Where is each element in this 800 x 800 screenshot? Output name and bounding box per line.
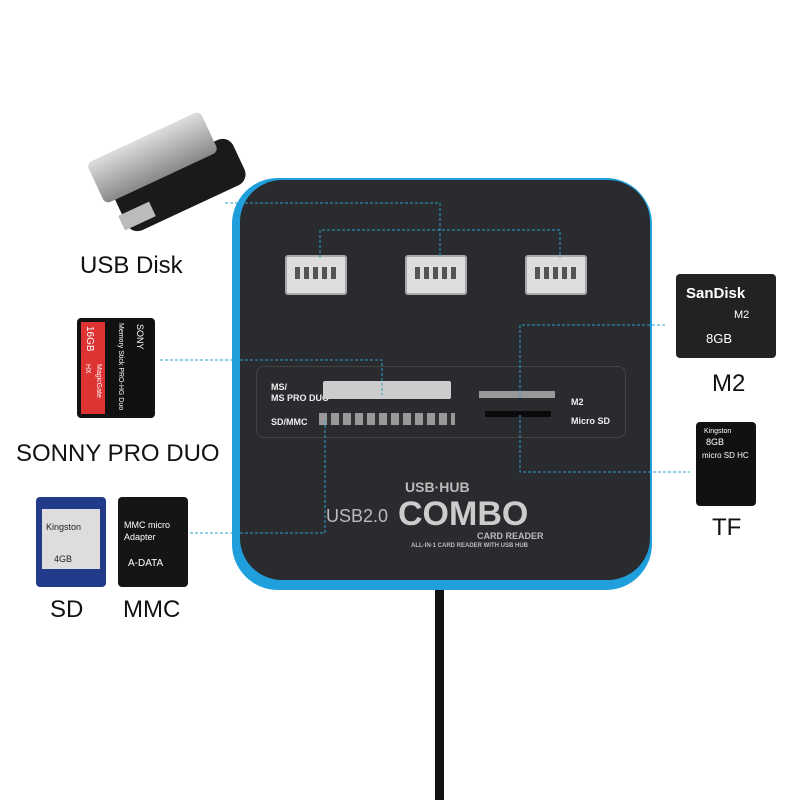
- usb-port-1: [285, 255, 347, 295]
- logo-tagline: ALL-IN-1 CARD READER WITH USB HUB: [411, 543, 528, 549]
- m2-line: [519, 324, 665, 400]
- usb-line: [225, 202, 561, 258]
- mmc-sub: Adapter: [124, 532, 156, 542]
- sony-capacity: 16GB: [84, 326, 95, 352]
- sony-card-image: 16GB HX MagicGate Memory Stick PRO-HG Du…: [77, 318, 155, 418]
- sd-slot: [319, 413, 455, 425]
- logo-usb20: USB2.0: [326, 506, 389, 526]
- label-mmc: MMC: [123, 596, 181, 623]
- logo-card-reader: CARD READER: [477, 531, 544, 541]
- logo-usb-hub: USB·HUB: [405, 479, 470, 495]
- m2-card-image: SanDisk M2 8GB: [676, 274, 776, 358]
- label-sd: SD: [50, 596, 84, 623]
- mmc-card-image: MMC micro Adapter A-DATA: [118, 497, 188, 587]
- sony-hx: HX: [84, 364, 91, 374]
- tf-line: [519, 415, 690, 473]
- slot-label-microsd: Micro SD: [571, 416, 611, 426]
- mmc-brand: MMC micro: [124, 520, 170, 530]
- sd-line: [190, 420, 326, 534]
- usb-cable: [435, 585, 444, 800]
- slot-label-ms: MS/: [271, 382, 288, 392]
- card-slot-panel: MS/ MS PRO DUO SD/MMC M2 Micro SD: [256, 366, 626, 438]
- logo-combo: COMBO: [398, 495, 529, 533]
- slot-label-ms-pro: MS PRO DUO: [271, 393, 330, 403]
- label-tf: TF: [712, 514, 742, 541]
- usb-port-3: [525, 255, 587, 295]
- label-usb-disk: USB Disk: [80, 252, 183, 279]
- sony-brand: SONY: [135, 324, 145, 350]
- usb-disk-image: [85, 110, 255, 236]
- microsd-slot: [485, 411, 551, 417]
- ms-line: [160, 359, 383, 395]
- mmc-maker: A-DATA: [128, 558, 164, 569]
- label-m2: M2: [712, 370, 746, 397]
- sd-card-image: Kingston 4GB: [36, 497, 106, 587]
- slot-label-m2: M2: [571, 397, 584, 407]
- m2-capacity: 8GB: [706, 331, 733, 346]
- hub-face: [240, 180, 650, 580]
- sd-capacity: 4GB: [54, 554, 73, 564]
- sony-type: Memory Stick PRO-HG Duo: [117, 323, 124, 411]
- sd-brand: Kingston: [46, 522, 82, 532]
- m2-type: M2: [734, 309, 750, 321]
- tf-brand: Kingston: [704, 428, 732, 435]
- slot-label-sdmmc: SD/MMC: [271, 417, 308, 427]
- sony-magicgate: MagicGate: [95, 364, 102, 398]
- usb-port-2: [405, 255, 467, 295]
- ms-slot: [323, 381, 451, 399]
- label-sony-pro-duo: SONNY PRO DUO: [16, 440, 220, 467]
- tf-card-image: Kingston 8GB micro SD HC: [696, 422, 756, 506]
- tf-capacity: 8GB: [706, 437, 725, 447]
- m2-brand: SanDisk: [686, 285, 746, 302]
- m2-slot: [479, 391, 555, 398]
- tf-type: micro SD HC: [702, 451, 749, 460]
